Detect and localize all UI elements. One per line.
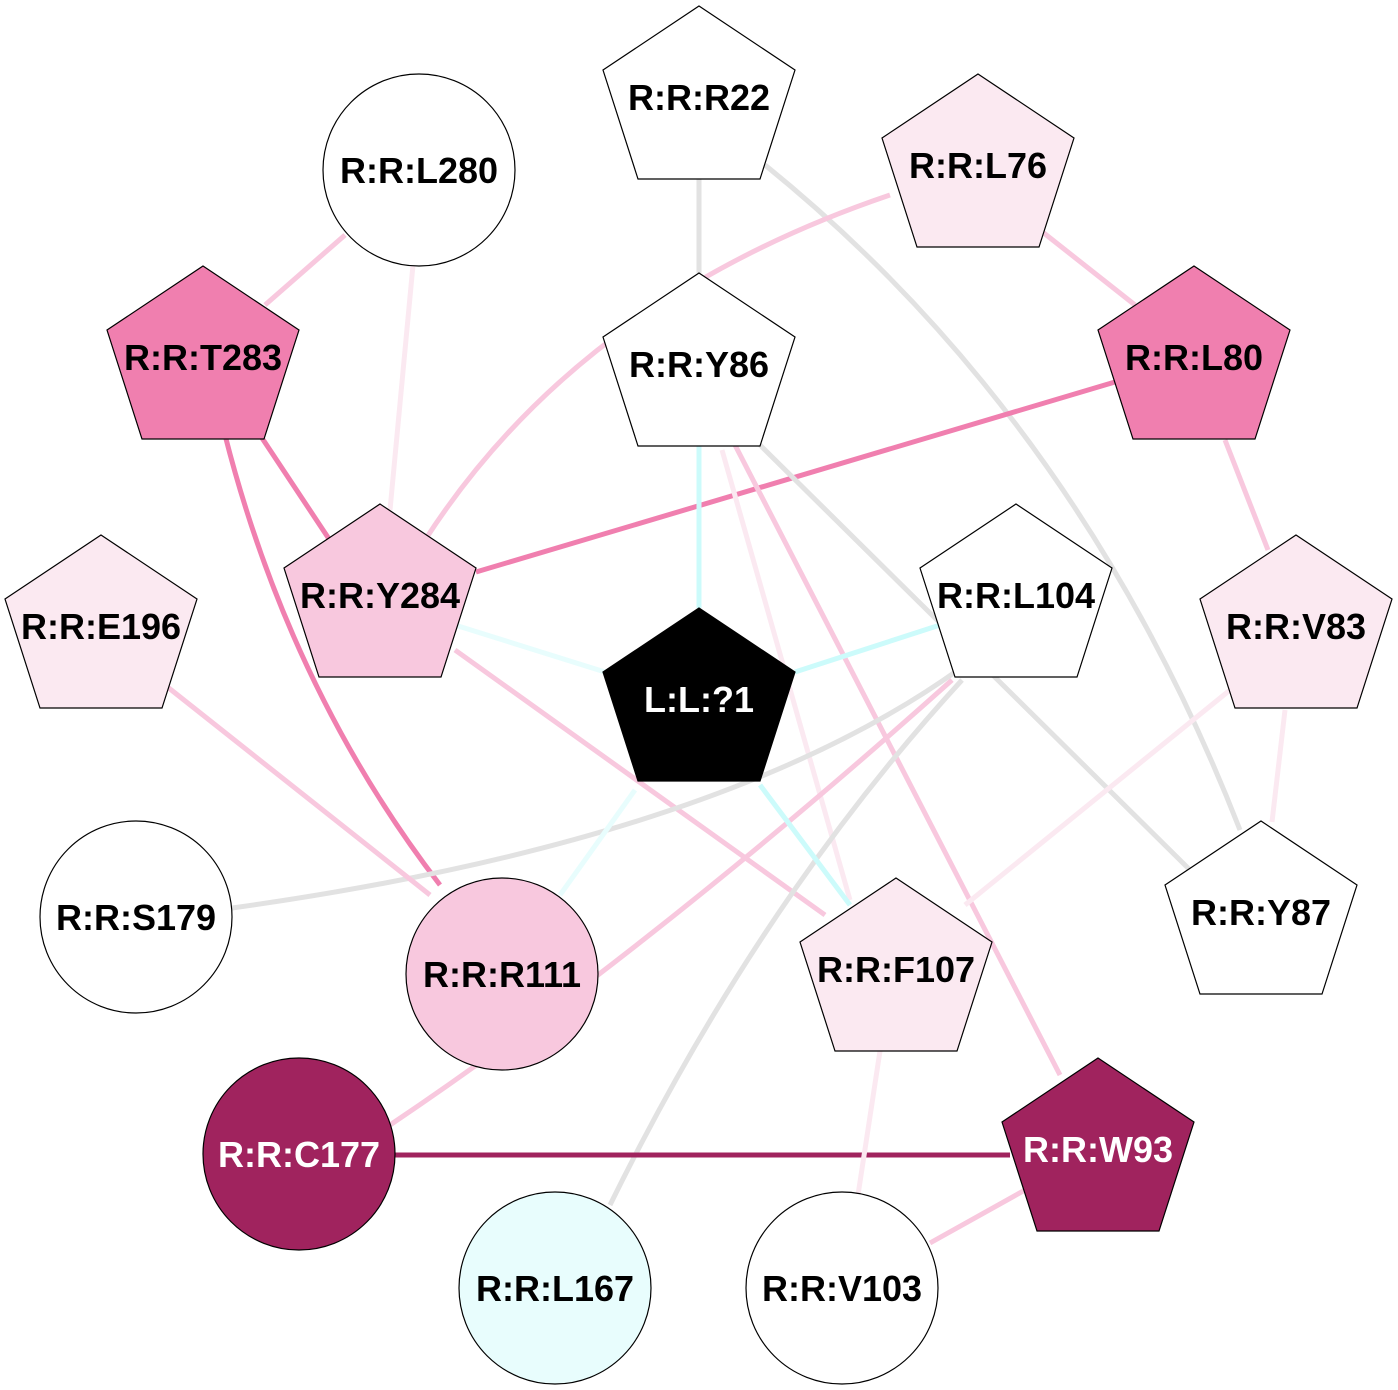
node-r22[interactable]: R:R:R22 bbox=[602, 5, 796, 180]
node-r111[interactable]: R:R:R111 bbox=[405, 877, 599, 1071]
node-label: L:L:?1 bbox=[644, 679, 754, 720]
node-label: R:R:C177 bbox=[218, 1134, 380, 1175]
node-label: R:R:L80 bbox=[1125, 337, 1263, 378]
circle-shape bbox=[322, 73, 516, 267]
node-s179[interactable]: R:R:S179 bbox=[39, 820, 233, 1014]
pentagon-shape bbox=[1164, 820, 1358, 995]
circle-shape bbox=[405, 877, 599, 1071]
node-l76[interactable]: R:R:L76 bbox=[881, 73, 1075, 248]
edge-l80-v83 bbox=[1222, 439, 1271, 551]
circle-shape bbox=[202, 1057, 396, 1251]
node-label: R:R:V83 bbox=[1226, 606, 1366, 647]
node-label: R:R:L104 bbox=[937, 575, 1095, 616]
circle-shape bbox=[745, 1191, 939, 1385]
node-v83[interactable]: R:R:V83 bbox=[1199, 534, 1393, 709]
edge-l104-c177 bbox=[388, 678, 954, 1128]
node-label: R:R:T283 bbox=[124, 337, 282, 378]
node-l80[interactable]: R:R:L80 bbox=[1097, 265, 1291, 440]
pentagon-shape bbox=[881, 73, 1075, 248]
node-l167[interactable]: R:R:L167 bbox=[458, 1191, 652, 1385]
edge-t283-r111 bbox=[222, 434, 442, 887]
node-label: R:R:L167 bbox=[476, 1268, 634, 1309]
node-label: R:R:V103 bbox=[762, 1268, 922, 1309]
edge-l104-l167 bbox=[607, 678, 964, 1207]
edge-v83-f107 bbox=[963, 688, 1232, 907]
edge-r22-y87 bbox=[763, 163, 1243, 831]
node-label: R:R:Y87 bbox=[1191, 892, 1331, 933]
pentagon-shape bbox=[106, 265, 300, 440]
edge-l104-lig bbox=[794, 622, 941, 675]
node-l104[interactable]: R:R:L104 bbox=[919, 503, 1113, 678]
pentagon-shape bbox=[602, 5, 796, 180]
node-label: R:R:R111 bbox=[423, 954, 581, 995]
pentagon-shape bbox=[283, 503, 477, 678]
edge-w93-v103 bbox=[928, 1187, 1027, 1246]
edge-lig-f107 bbox=[758, 783, 852, 907]
node-label: R:R:W93 bbox=[1023, 1129, 1173, 1170]
edge-l280-y284 bbox=[387, 264, 416, 511]
edge-y284-f107 bbox=[453, 647, 827, 918]
node-f107[interactable]: R:R:F107 bbox=[799, 877, 993, 1052]
pentagon-shape bbox=[1097, 265, 1291, 440]
node-v103[interactable]: R:R:V103 bbox=[745, 1191, 939, 1385]
pentagon-shape bbox=[4, 534, 198, 709]
edge-l280-t283 bbox=[263, 233, 347, 307]
circle-shape bbox=[458, 1191, 652, 1385]
pentagon-shape bbox=[602, 272, 796, 447]
node-label: R:R:Y284 bbox=[300, 575, 460, 616]
node-label: R:R:R22 bbox=[628, 77, 770, 118]
edge-v83-y87 bbox=[1269, 709, 1288, 823]
node-label: R:R:Y86 bbox=[629, 344, 769, 385]
edge-e196-r111 bbox=[163, 683, 432, 897]
node-l280[interactable]: R:R:L280 bbox=[322, 73, 516, 267]
node-y86[interactable]: R:R:Y86 bbox=[602, 272, 796, 447]
edge-l104-s179 bbox=[231, 667, 960, 911]
edge-t283-y284 bbox=[257, 433, 338, 550]
circle-shape bbox=[39, 820, 233, 1014]
node-label: R:R:L280 bbox=[340, 150, 498, 191]
edge-y86-w93 bbox=[732, 443, 1063, 1077]
edge-y284-lig bbox=[454, 622, 606, 675]
node-label: R:R:E196 bbox=[21, 606, 181, 647]
node-t283[interactable]: R:R:T283 bbox=[106, 265, 300, 440]
node-y87[interactable]: R:R:Y87 bbox=[1164, 820, 1358, 995]
edge-l76-l80 bbox=[1038, 228, 1137, 307]
node-label: R:R:L76 bbox=[909, 145, 1047, 186]
node-e196[interactable]: R:R:E196 bbox=[4, 534, 198, 709]
pentagon-shape bbox=[1199, 534, 1393, 709]
edge-lig-r111 bbox=[557, 788, 638, 897]
pentagon-shape bbox=[602, 607, 796, 782]
node-w93[interactable]: R:R:W93 bbox=[1001, 1057, 1195, 1232]
node-label: R:R:S179 bbox=[56, 897, 216, 938]
pentagon-shape bbox=[1001, 1057, 1195, 1232]
pentagon-shape bbox=[919, 503, 1113, 678]
node-y284[interactable]: R:R:Y284 bbox=[283, 503, 477, 678]
node-lig[interactable]: L:L:?1 bbox=[602, 607, 796, 782]
node-c177[interactable]: R:R:C177 bbox=[202, 1057, 396, 1251]
pentagon-shape bbox=[799, 877, 993, 1052]
node-label: R:R:F107 bbox=[817, 949, 975, 990]
edge-f107-v103 bbox=[855, 1050, 883, 1196]
